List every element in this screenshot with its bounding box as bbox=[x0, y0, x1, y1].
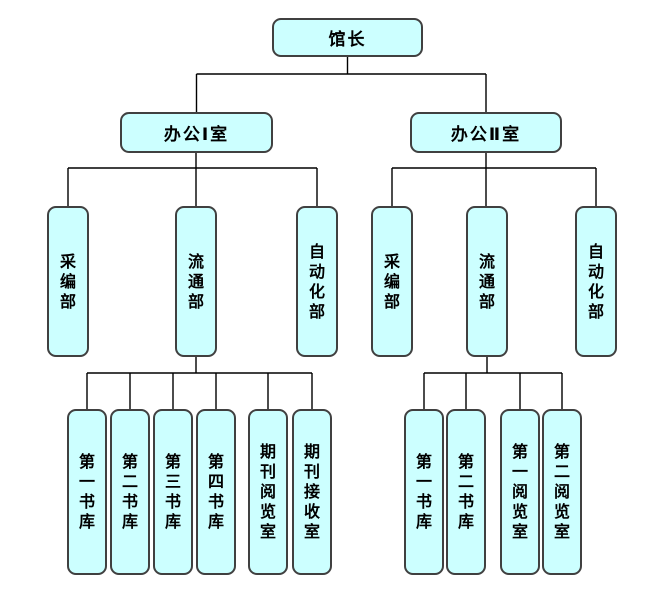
node-right-unit-stack2: 第 二 书 库 bbox=[446, 409, 486, 575]
node-right-dept-circulation: 流 通 部 bbox=[466, 206, 508, 357]
node-right-unit-stack2-label: 第 二 书 库 bbox=[457, 452, 474, 531]
node-left-unit-stack3: 第 三 书 库 bbox=[153, 409, 193, 575]
connector-circulation1-to-units bbox=[86, 357, 313, 409]
node-left-dept-acquisition: 采 编 部 bbox=[47, 206, 89, 357]
node-right-unit-reading1-label: 第 一 阅 览 室 bbox=[511, 442, 528, 541]
node-right-dept-automation-label: 自 动 化 部 bbox=[587, 241, 604, 321]
node-left-unit-periodical-reading-label: 期 刊 阅 览 室 bbox=[259, 442, 276, 541]
node-left-dept-acquisition-label: 采 编 部 bbox=[59, 251, 76, 311]
node-left-unit-periodical-reading: 期 刊 阅 览 室 bbox=[248, 409, 288, 575]
node-office-1: 办公Ⅰ室 bbox=[120, 112, 273, 153]
node-right-dept-circulation-label: 流 通 部 bbox=[478, 251, 495, 311]
node-left-unit-stack4: 第 四 书 库 bbox=[196, 409, 236, 575]
node-right-dept-acquisition: 采 编 部 bbox=[371, 206, 413, 357]
node-left-unit-stack1: 第 一 书 库 bbox=[67, 409, 107, 575]
node-director-label: 馆长 bbox=[328, 30, 367, 50]
node-office-2-label: 办公Ⅱ室 bbox=[450, 125, 522, 145]
connector-circulation2-to-units bbox=[423, 357, 563, 409]
node-left-unit-stack2-label: 第 二 书 库 bbox=[121, 452, 138, 531]
node-left-dept-circulation: 流 通 部 bbox=[175, 206, 217, 357]
node-right-unit-reading1: 第 一 阅 览 室 bbox=[500, 409, 540, 575]
node-left-unit-stack1-label: 第 一 书 库 bbox=[78, 452, 95, 531]
node-right-unit-reading2-label: 第 二 阅 览 室 bbox=[553, 442, 570, 541]
node-office-2: 办公Ⅱ室 bbox=[410, 112, 562, 153]
connector-office1-to-departments bbox=[67, 153, 318, 206]
node-left-unit-stack3-label: 第 三 书 库 bbox=[164, 452, 181, 531]
node-right-unit-reading2: 第 二 阅 览 室 bbox=[542, 409, 582, 575]
connector-office2-to-departments bbox=[391, 153, 597, 206]
node-left-dept-automation-label: 自 动 化 部 bbox=[308, 241, 325, 321]
node-office-1-label: 办公Ⅰ室 bbox=[163, 125, 230, 145]
node-left-dept-automation: 自 动 化 部 bbox=[296, 206, 338, 357]
node-right-unit-stack1: 第 一 书 库 bbox=[404, 409, 444, 575]
node-right-dept-automation: 自 动 化 部 bbox=[575, 206, 617, 357]
node-director: 馆长 bbox=[272, 18, 423, 57]
connector-root-to-offices bbox=[195, 57, 487, 112]
node-left-dept-circulation-label: 流 通 部 bbox=[187, 251, 204, 311]
node-right-dept-acquisition-label: 采 编 部 bbox=[383, 251, 400, 311]
node-left-unit-stack2: 第 二 书 库 bbox=[110, 409, 150, 575]
node-left-unit-stack4-label: 第 四 书 库 bbox=[207, 452, 224, 531]
node-left-unit-periodical-receiving: 期 刊 接 收 室 bbox=[292, 409, 332, 575]
node-left-unit-periodical-receiving-label: 期 刊 接 收 室 bbox=[303, 442, 320, 541]
node-right-unit-stack1-label: 第 一 书 库 bbox=[415, 452, 432, 531]
